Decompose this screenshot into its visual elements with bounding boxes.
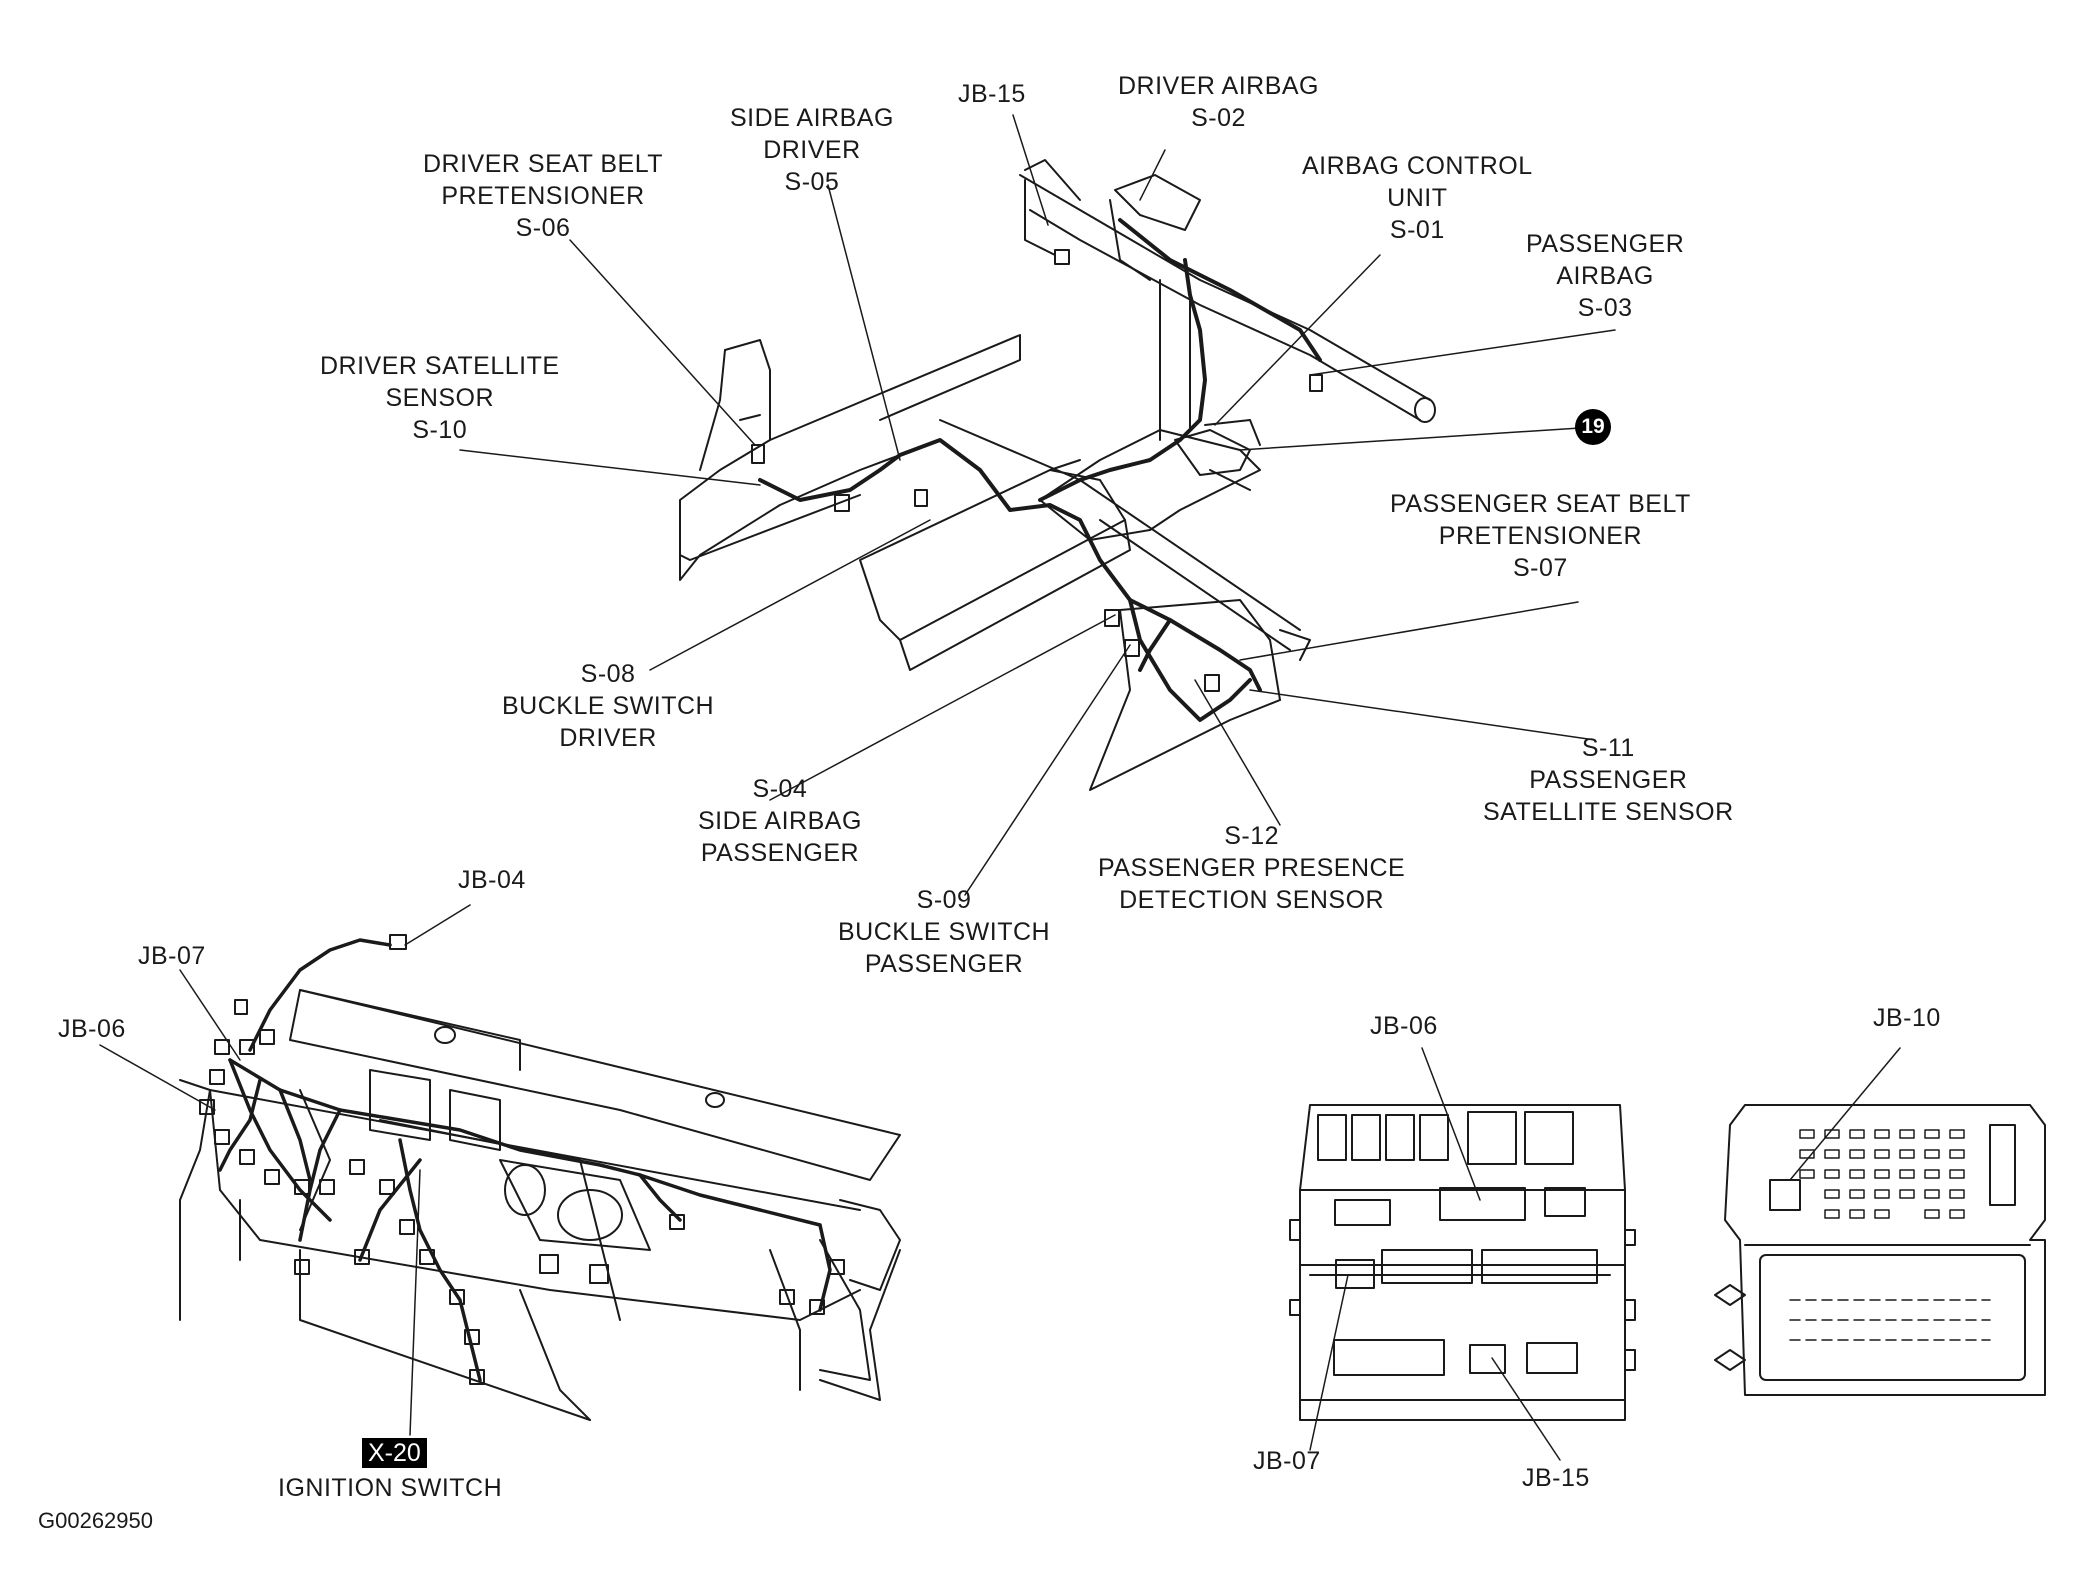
- leader-lines-bottom-left: [99, 904, 471, 1436]
- label-driver-seat-belt: DRIVER SEAT BELT PRETENSIONER S-06: [423, 150, 664, 242]
- label-jb06-panel: JB-06: [58, 1015, 126, 1043]
- connectors-top: [751, 249, 1323, 692]
- label-passenger-airbag: PASSENGER AIRBAG S-03: [1526, 230, 1685, 322]
- label-driver-satellite-sensor: DRIVER SATELLITE SENSOR S-10: [320, 352, 560, 444]
- instrument-panel-outline: [179, 989, 901, 1421]
- connector-tag-x20: X-20: [362, 1438, 427, 1468]
- label-jb07-box: JB-07: [1253, 1447, 1321, 1475]
- junction-box-jb06-outline: [1289, 1104, 1636, 1421]
- label-passenger-presence-sensor: S-12 PASSENGER PRESENCE DETECTION SENSOR: [1098, 822, 1406, 914]
- junction-box-jb10-outline: [1714, 1104, 2046, 1396]
- label-buckle-switch-driver: S-08 BUCKLE SWITCH DRIVER: [502, 660, 715, 752]
- figure-id: G00262950: [38, 1508, 153, 1533]
- label-buckle-switch-passenger: S-09 BUCKLE SWITCH PASSENGER: [838, 886, 1051, 978]
- jb10-fuse-grid: [1789, 1129, 1991, 1341]
- airbag-harness: [758, 218, 1322, 722]
- label-airbag-control-unit: AIRBAG CONTROL UNIT S-01: [1302, 152, 1533, 244]
- label-side-airbag-passenger: S-04 SIDE AIRBAG PASSENGER: [698, 775, 862, 867]
- label-ignition-switch: IGNITION SWITCH: [278, 1474, 503, 1502]
- instrument-panel-harness: [218, 938, 832, 1382]
- label-jb07-panel: JB-07: [138, 942, 206, 970]
- instrument-panel-connectors: [199, 934, 845, 1385]
- leader-lines-top: [459, 114, 1616, 896]
- label-side-airbag-driver: SIDE AIRBAG DRIVER S-05: [730, 104, 894, 196]
- label-passenger-satellite-sensor: S-11 PASSENGER SATELLITE SENSOR: [1483, 734, 1734, 826]
- label-passenger-seat-belt: PASSENGER SEAT BELT PRETENSIONER S-07: [1390, 490, 1691, 582]
- label-jb15-box: JB-15: [1522, 1464, 1590, 1492]
- label-jb04: JB-04: [458, 866, 526, 894]
- label-jb15-top: JB-15: [958, 80, 1026, 108]
- label-jb06-box: JB-06: [1370, 1012, 1438, 1040]
- label-jb10-box: JB-10: [1873, 1004, 1941, 1032]
- label-driver-airbag: DRIVER AIRBAG S-02: [1118, 72, 1319, 132]
- callout-marker-19: 19: [1575, 409, 1611, 445]
- vehicle-body-outline: [679, 159, 1436, 791]
